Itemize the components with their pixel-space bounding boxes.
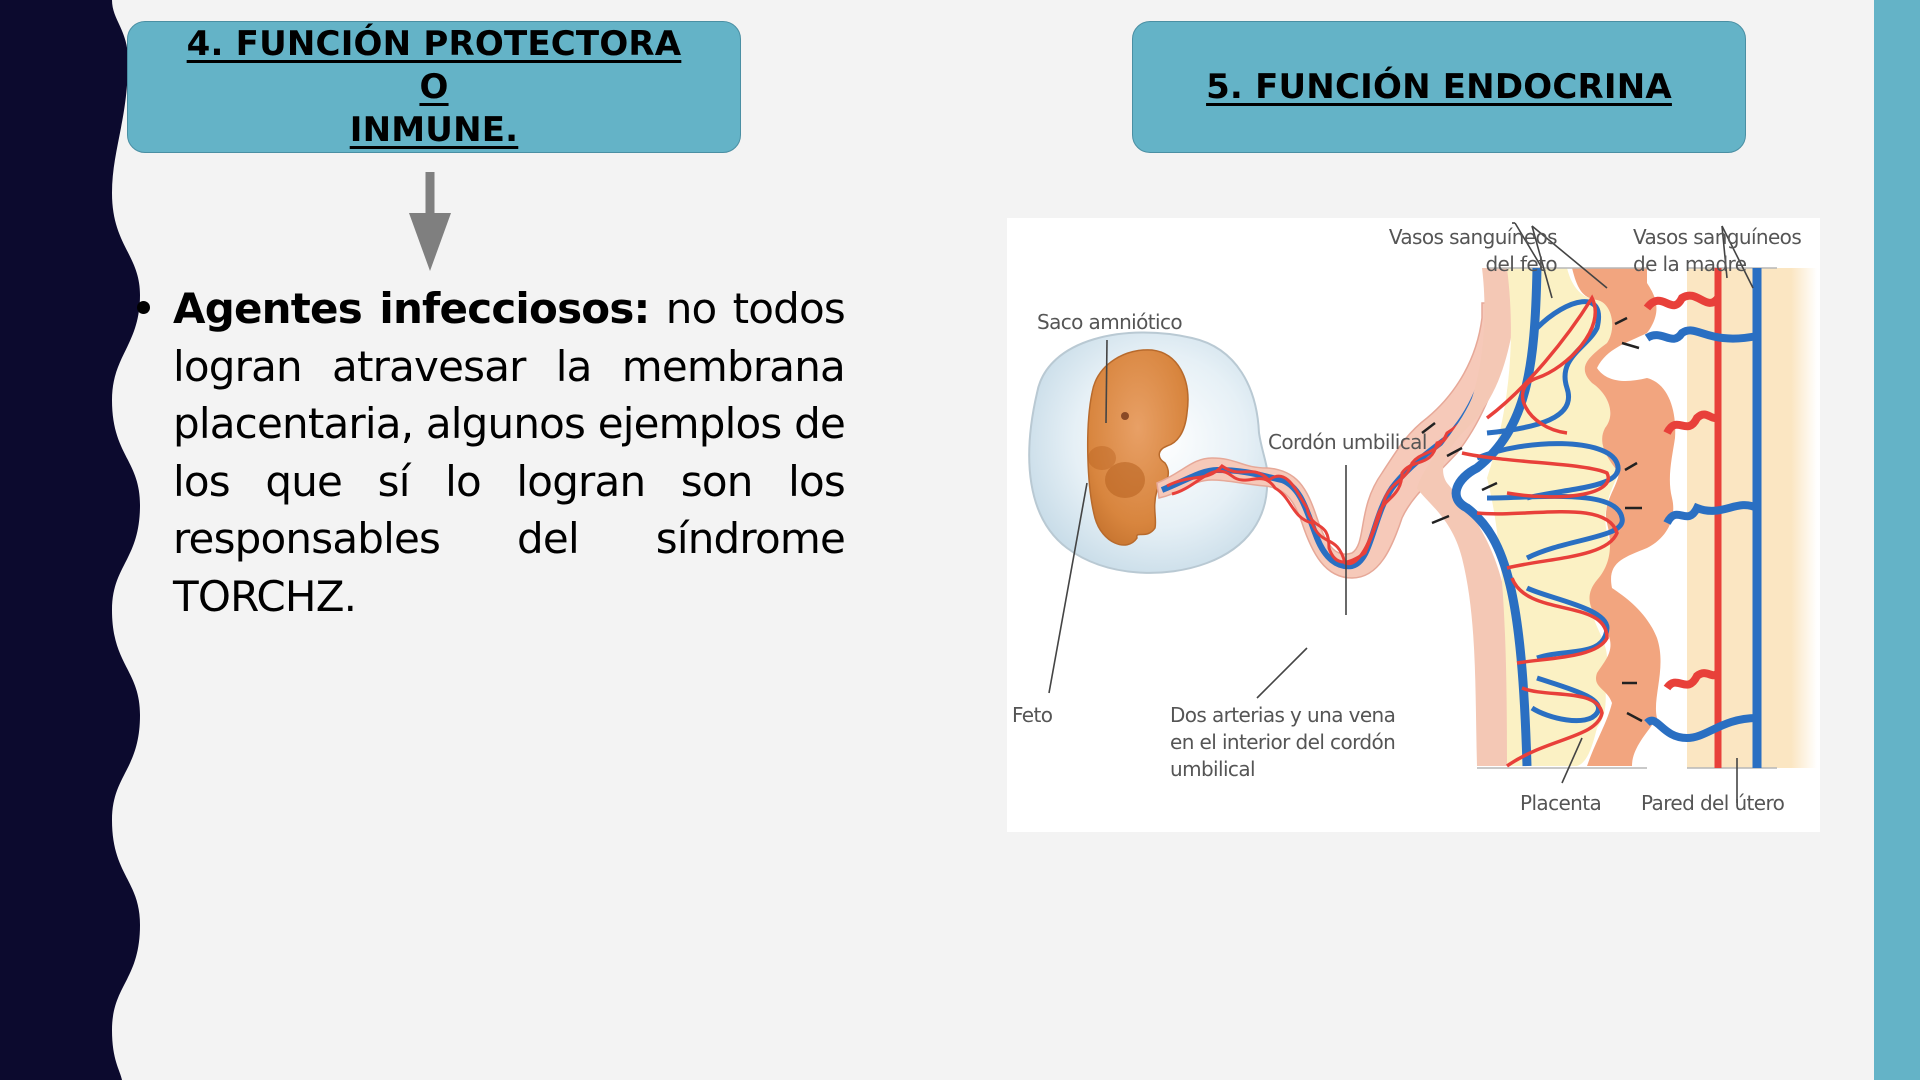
label-cord-vessels-line1: Dos arterias y una vena — [1170, 703, 1396, 727]
label-fetus: Feto — [1012, 703, 1053, 727]
section-title-protective-function: 4. FUNCIÓN PROTECTORA O INMUNE. — [127, 21, 741, 153]
decorative-side-bar — [1874, 0, 1920, 1080]
label-cord-vessels: Dos arterias y una vena en el interior d… — [1170, 702, 1396, 783]
label-fetal-vessels-line2: del feto — [1485, 252, 1557, 276]
placenta-illustration — [1028, 222, 1817, 803]
label-uterine-wall: Pared del útero — [1641, 791, 1785, 815]
bullet-bold-lead: Agentes infecciosos: — [173, 284, 650, 333]
label-fetal-vessels-line1: Vasos sanguíneos — [1388, 225, 1558, 249]
bullet-point-icon — [137, 301, 150, 314]
label-amniotic-sac: Saco amniótico — [1037, 310, 1183, 334]
label-placenta: Placenta — [1520, 791, 1602, 815]
label-maternal-vessels-line2: de la madre — [1633, 252, 1747, 276]
label-cord-vessels-line2: en el interior del cordón — [1170, 730, 1396, 754]
section-title-text: 5. FUNCIÓN ENDOCRINA — [1206, 66, 1672, 107]
section-title-line2: INMUNE. — [349, 109, 519, 150]
placenta-diagram: Saco amniótico Cordón umbilical Vasos sa… — [1007, 218, 1820, 832]
section-title-endocrine-function: 5. FUNCIÓN ENDOCRINA — [1132, 21, 1746, 153]
label-maternal-vessels-line1: Vasos sanguíneos — [1633, 225, 1802, 249]
section-title-line1: 4. FUNCIÓN PROTECTORA O — [186, 23, 682, 107]
arrow-down-icon — [409, 172, 451, 271]
bullet-body-text: no todos logran atravesar la membrana pl… — [173, 284, 846, 621]
label-maternal-vessels: Vasos sanguíneos de la madre — [1633, 224, 1802, 278]
label-fetal-vessels: Vasos sanguíneos del feto — [1387, 224, 1558, 278]
bullet-paragraph: Agentes infecciosos: no todos logran atr… — [137, 280, 846, 625]
decorative-wave-band — [0, 0, 140, 1080]
label-cord-vessels-line3: umbilical — [1170, 757, 1256, 781]
label-umbilical-cord: Cordón umbilical — [1268, 430, 1427, 454]
